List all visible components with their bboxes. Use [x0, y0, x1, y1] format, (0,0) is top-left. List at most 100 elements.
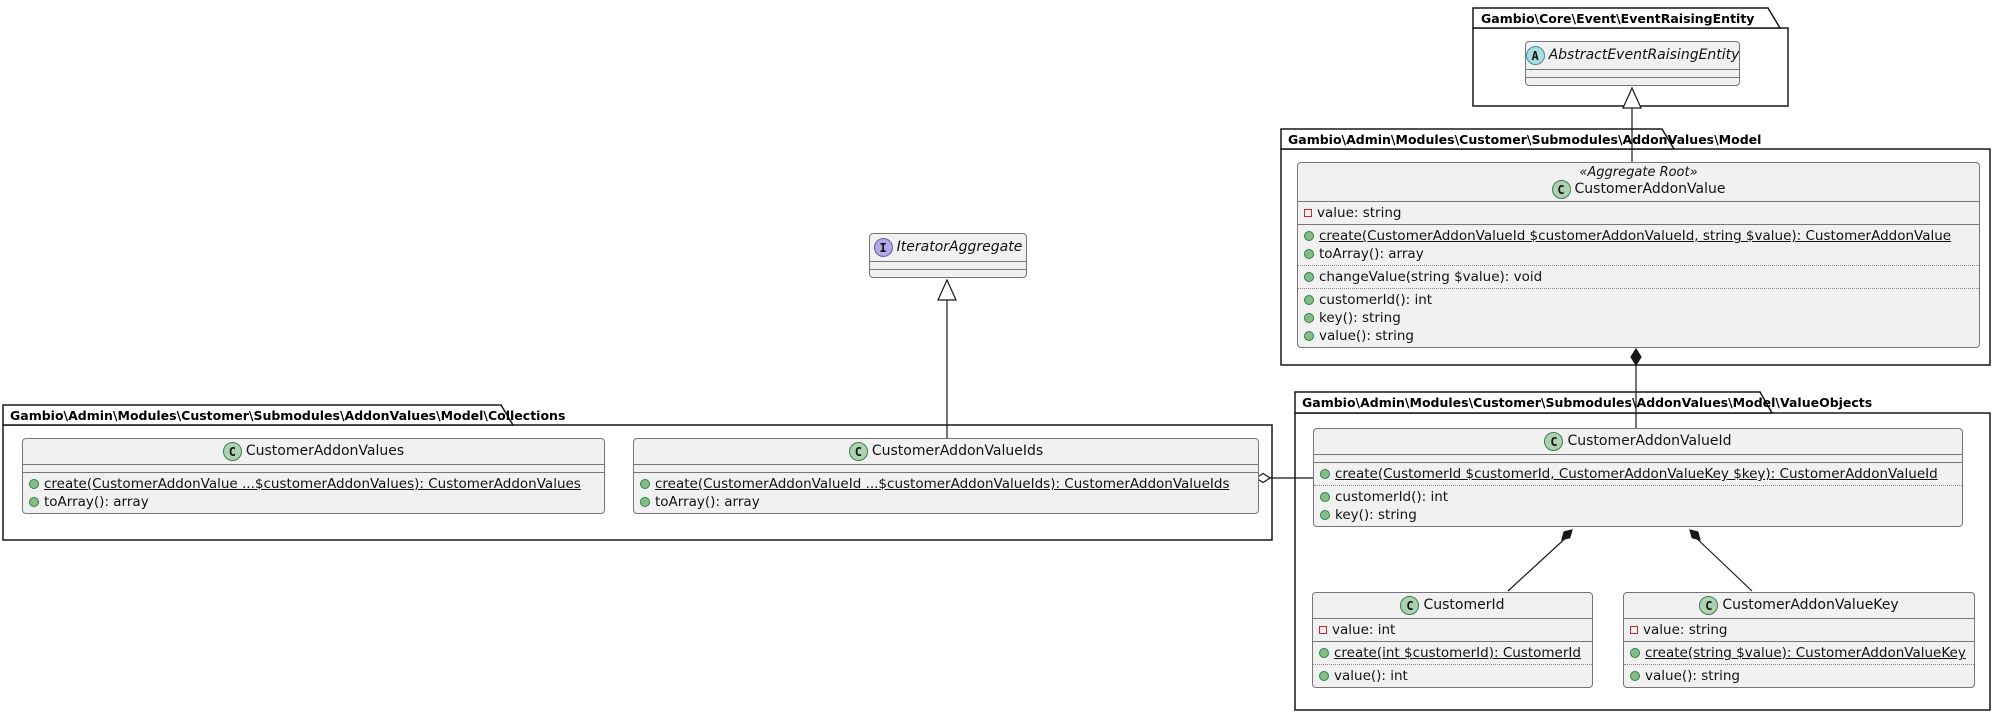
method-row: toArray(): array [23, 493, 604, 511]
compartment-divider [870, 261, 1026, 262]
method-text: changeValue(string $value): void [1319, 269, 1543, 285]
package-event-tab [1472, 7, 1782, 29]
compartment-divider [23, 464, 604, 465]
class-title: C CustomerAddonValues [23, 439, 604, 464]
compartment-divider [1624, 618, 1974, 619]
field-text: value: int [1332, 622, 1396, 638]
composition-line-valueid-valuekey [1691, 533, 1753, 592]
class-name: AbstractEventRaisingEntity [1548, 47, 1740, 63]
field-row: value: string [1298, 204, 1979, 222]
methods-compartment: create(int $customerId): CustomerId [1313, 642, 1592, 664]
public-method-icon [1304, 272, 1314, 282]
methods-compartment: create(CustomerAddonValueId $customerAdd… [1298, 225, 1979, 265]
class-customer-id: C CustomerId value: int create(int $cust… [1312, 592, 1593, 688]
method-text: create(CustomerAddonValue ...$customerAd… [44, 476, 581, 492]
field-text: value: string [1643, 622, 1728, 638]
dotted-divider [1298, 265, 1979, 266]
method-row: key(): string [1314, 506, 1962, 524]
method-row: create(CustomerAddonValue ...$customerAd… [23, 475, 604, 493]
class-title: C CustomerId [1313, 593, 1592, 618]
package-name-collections: Gambio\Admin\Modules\Customer\Submodules… [10, 408, 566, 423]
public-method-icon [29, 479, 39, 489]
public-method-icon [1320, 469, 1330, 479]
method-row: changeValue(string $value): void [1298, 268, 1979, 286]
public-method-icon [1320, 492, 1330, 502]
dotted-divider [1314, 485, 1962, 486]
public-method-icon [1304, 295, 1314, 305]
package-collections-body [2, 424, 1273, 541]
public-method-icon [1304, 331, 1314, 341]
package-name-model: Gambio\Admin\Modules\Customer\Submodules… [1288, 132, 1762, 147]
composition-line-valueid-customerid [1507, 533, 1571, 592]
fields-compartment: value: string [1298, 202, 1979, 224]
method-row: toArray(): array [634, 493, 1258, 511]
class-spot-icon: C [1400, 596, 1420, 615]
public-method-icon [1630, 648, 1640, 658]
method-row: value(): string [1298, 327, 1979, 345]
method-text: customerId(): int [1335, 489, 1449, 505]
field-text: value: string [1317, 205, 1402, 221]
methods-compartment: customerId(): int key(): string [1314, 486, 1962, 526]
methods-compartment: value(): int [1313, 665, 1592, 687]
class-customer-addon-value-ids: C CustomerAddonValueIds create(CustomerA… [633, 438, 1259, 514]
field-row: value: string [1624, 621, 1974, 639]
method-text: toArray(): array [1319, 246, 1424, 262]
compartment-divider [1624, 641, 1974, 642]
public-method-icon [1320, 510, 1330, 520]
methods-compartment: customerId(): int key(): string value():… [1298, 289, 1979, 347]
public-method-icon [1630, 671, 1640, 681]
method-text: value(): string [1319, 328, 1415, 344]
class-title: C CustomerAddonValueIds [634, 439, 1258, 464]
dotted-divider [1298, 288, 1979, 289]
method-text: customerId(): int [1319, 292, 1433, 308]
interface-spot-icon: I [873, 238, 893, 257]
empty-fields-compartment [23, 465, 604, 472]
methods-compartment: create(CustomerId $customerId, CustomerA… [1314, 463, 1962, 485]
method-text: create(string $value): CustomerAddonValu… [1645, 645, 1966, 661]
method-row: toArray(): array [1298, 245, 1979, 263]
method-row: create(CustomerAddonValueId ...$customer… [634, 475, 1258, 493]
public-method-icon [1304, 249, 1314, 259]
method-text: value(): string [1645, 668, 1741, 684]
compartment-divider [1313, 641, 1592, 642]
empty-methods-compartment [1526, 78, 1739, 85]
class-customer-addon-value-key: C CustomerAddonValueKey value: string cr… [1623, 592, 1975, 688]
class-spot-icon: C [1699, 596, 1719, 615]
methods-compartment: create(CustomerAddonValueId ...$customer… [634, 473, 1258, 513]
package-name-valueobjects: Gambio\Admin\Modules\Customer\Submodules… [1302, 395, 1873, 410]
package-model-tab [1280, 128, 1676, 150]
compartment-divider [1526, 69, 1739, 70]
class-name: CustomerAddonValue [1574, 181, 1726, 197]
empty-fields-compartment [634, 465, 1258, 472]
compartment-divider [634, 464, 1258, 465]
extends-triangle-addonvalue [1622, 86, 1642, 109]
methods-compartment: create(string $value): CustomerAddonValu… [1624, 642, 1974, 664]
stereotype-label: «Aggregate Root» [1579, 165, 1698, 180]
private-field-icon [1630, 626, 1638, 634]
package-collections-tab [2, 404, 515, 426]
method-row: customerId(): int [1314, 488, 1962, 506]
method-row: value(): string [1624, 667, 1974, 685]
class-customer-addon-values: C CustomerAddonValues create(CustomerAdd… [22, 438, 605, 514]
compartment-divider [1298, 201, 1979, 202]
interface-iterator-aggregate: I IteratorAggregate [869, 233, 1027, 278]
compartment-divider [1314, 462, 1962, 463]
method-row: create(string $value): CustomerAddonValu… [1624, 644, 1974, 662]
class-name: CustomerId [1423, 597, 1505, 613]
method-text: key(): string [1319, 310, 1401, 326]
method-row: customerId(): int [1298, 291, 1979, 309]
private-field-icon [1304, 209, 1312, 217]
aggregation-diamond-valueids [1254, 472, 1272, 484]
composition-diamond-addonvalue [1630, 347, 1642, 367]
public-method-icon [640, 479, 650, 489]
class-abstract-event-raising-entity: A AbstractEventRaisingEntity [1525, 41, 1740, 86]
class-spot-icon: C [1544, 432, 1564, 451]
field-row: value: int [1313, 621, 1592, 639]
public-method-icon [640, 497, 650, 507]
extends-triangle-iteratoraggregate [937, 278, 957, 301]
class-title: C CustomerAddonValueId [1314, 429, 1962, 454]
abstract-spot-icon: A [1525, 46, 1545, 65]
empty-fields-compartment [870, 262, 1026, 269]
public-method-icon [1319, 648, 1329, 658]
